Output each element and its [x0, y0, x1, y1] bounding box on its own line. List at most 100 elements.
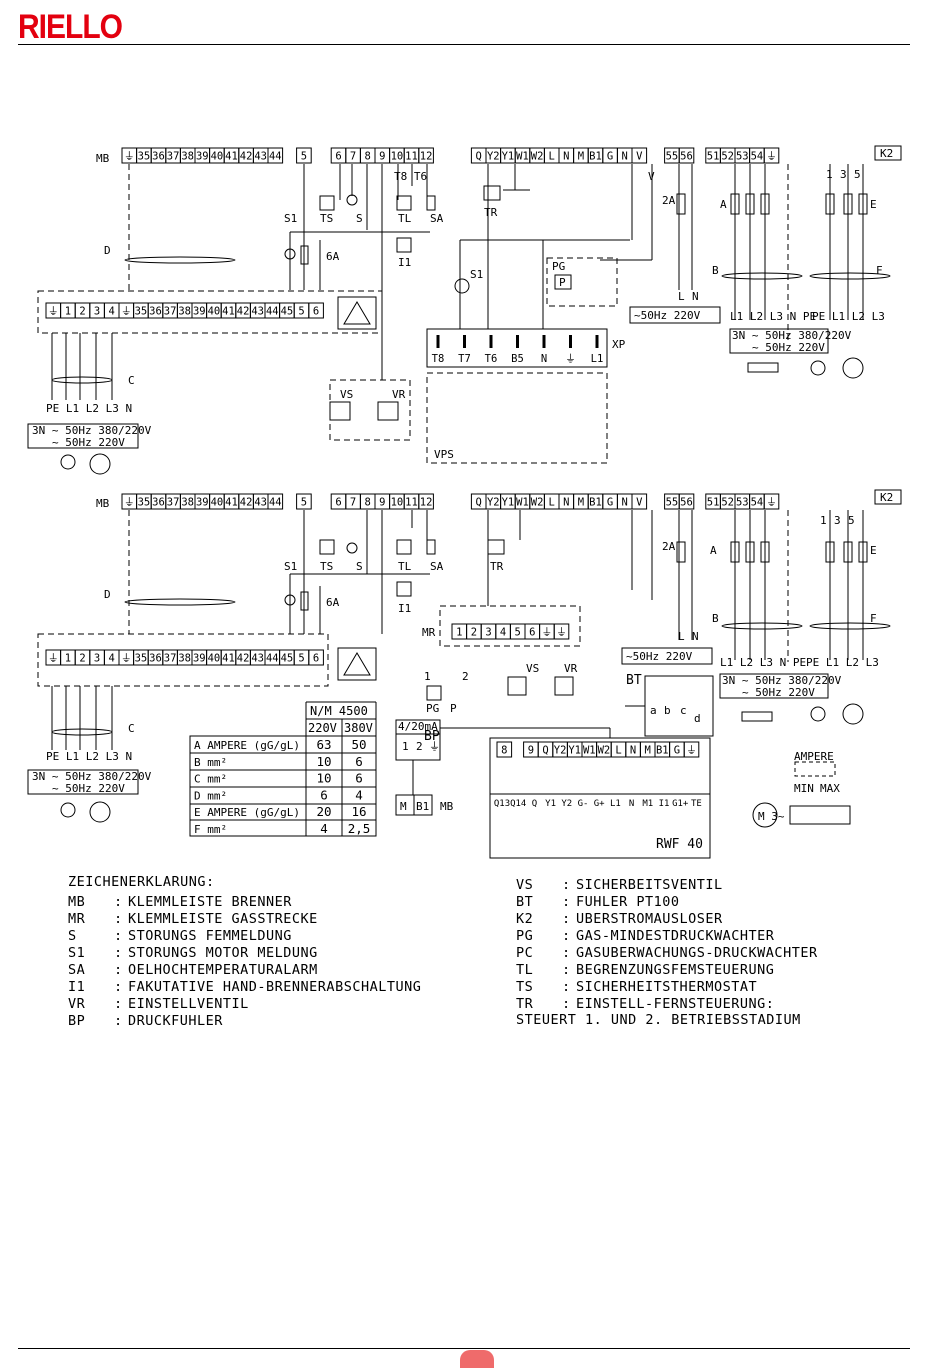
brand-logo: RIELLO [18, 8, 123, 46]
rwf-bottom-label: I1 [659, 799, 670, 809]
upper-terminal-label: 1 [65, 653, 71, 665]
label-v: V [648, 170, 655, 183]
mb-terminal-label: W1 [516, 151, 529, 163]
label-k2-2: K2 [880, 491, 893, 504]
mb-terminal-label: ⏚ [766, 151, 777, 163]
legend-text: FUHLER PT100 [576, 894, 680, 910]
mb-terminal-label: 44 [269, 151, 282, 163]
upper-terminal-label: 45 [281, 653, 294, 665]
rwf-terminal-label: Q [542, 745, 548, 757]
mb-terminal-cell [296, 493, 312, 510]
label-b: B [712, 264, 719, 277]
label-ampere: AMPERE [794, 750, 834, 763]
label-sa-2: SA [430, 560, 444, 573]
label-vr: VR [392, 388, 406, 401]
table-cell-380v: 16 [351, 804, 366, 819]
legend-separator: : [562, 894, 571, 910]
mb-terminal-label: 6 [335, 151, 341, 163]
label-2-pg: 2 [462, 670, 469, 683]
mb-terminal-cell [296, 147, 312, 164]
upper-terminal-label: 36 [149, 306, 162, 318]
upper-terminal-label: 6 [313, 653, 319, 665]
legend-code: I1 [68, 979, 86, 995]
mb-terminal-label: 35 [138, 497, 151, 509]
table-row-label: F mm² [194, 823, 227, 836]
mb-terminal-label: N [622, 151, 628, 163]
legend-text: BEGRENZUNGSFEMSTEUERUNG [576, 962, 775, 978]
legend-code: PG [516, 928, 534, 944]
mb-terminal-label: 9 [379, 497, 385, 509]
table-cell-380v: 6 [355, 771, 363, 786]
supply3b-2: ~ 50Hz 220V [52, 782, 125, 795]
mb-terminal-label: 38 [181, 151, 194, 163]
table-model: N/M 4500 [310, 704, 368, 718]
upper-terminal-label: 5 [298, 306, 304, 318]
label-n-2: N [692, 630, 699, 643]
table-v220: 220V [308, 721, 337, 735]
label-vr-2: VR [564, 662, 578, 675]
mr-terminal-label: 2 [471, 627, 477, 639]
legend-text: OELHOCHTEMPERATURALARM [128, 962, 318, 978]
upper-terminal-label: ⏚ [121, 306, 132, 318]
supply3a-2: 3N ~ 50Hz 380/220V [32, 770, 152, 783]
rwf-bottom-label: G+ [594, 799, 605, 809]
upper-terminal-label: 41 [222, 653, 235, 665]
mb-terminal-label: L [549, 497, 555, 509]
supply3a-1: 3N ~ 50Hz 380/220V [32, 424, 152, 437]
label-2a: 2A [662, 194, 676, 207]
legend-text: GAS-MINDESTDRUCKWACHTER [576, 928, 775, 944]
mr-terminal-label: 6 [529, 627, 535, 639]
rwf-bottom-label: Y1 [545, 799, 556, 809]
mb-terminal-label: 42 [240, 151, 253, 163]
rwf-bottom-label: Q13 [494, 799, 510, 809]
supply3a-1r: 3N ~ 50Hz 380/220V [732, 329, 852, 342]
legend-text: FAKUTATIVE HAND-BRENNERABSCHALTUNG [128, 979, 422, 995]
label-5-2: 5 [848, 514, 855, 527]
upper-terminal-label: 3 [94, 653, 100, 665]
mb-terminal-label: 54 [751, 497, 764, 509]
mb-terminal-cell [631, 493, 648, 510]
mb-terminal-label: 56 [680, 497, 693, 509]
legend-text: SICHERBEITSVENTIL [576, 877, 723, 893]
mb-terminal-label: 8 [365, 151, 371, 163]
mb-terminal-label: Y2 [487, 151, 500, 163]
upper-terminal-label: 39 [193, 653, 206, 665]
rwf-bottom-label: L1 [610, 799, 621, 809]
table-row-label: A AMPERE (gG/gL) [194, 739, 300, 752]
label-pg-2: PG [426, 702, 439, 715]
label-s-2: S [356, 560, 363, 573]
upper-terminal-label: ⏚ [48, 306, 59, 318]
mb-terminal-label: 9 [379, 151, 385, 163]
legend-title: ZEICHENERKLARUNG: [68, 874, 215, 890]
label-vs: VS [340, 388, 353, 401]
legend-separator: : [114, 945, 123, 961]
mb-terminal-label: 36 [152, 151, 165, 163]
mb-terminal-label: M [578, 497, 584, 509]
mb-terminal-label: 5 [301, 151, 307, 163]
mb-terminal-label: 12 [420, 151, 433, 163]
upper-terminal-label: 1 [65, 306, 71, 318]
mb-terminal-label: 7 [350, 151, 356, 163]
label-mr: MR [422, 626, 436, 639]
mb-small-label: MB [440, 800, 454, 813]
fan-icon [343, 652, 371, 676]
table-row-label: C mm² [194, 773, 227, 786]
rwf-terminal-label: ⏚ [686, 745, 697, 757]
table-cell-220v: 63 [316, 737, 331, 752]
label-s1-2: S1 [284, 560, 297, 573]
bt-d: d [694, 712, 701, 725]
xp-terminal-label: T8 [432, 353, 445, 365]
label-tr-2: TR [490, 560, 504, 573]
legend-item: VS:SICHERBEITSVENTIL [516, 877, 818, 894]
mb-terminal-label: W2 [531, 151, 544, 163]
bt-b: b [664, 704, 671, 717]
label-s: S [356, 212, 363, 225]
label-tl: TL [398, 212, 412, 225]
mb-terminal-label: G [607, 151, 613, 163]
